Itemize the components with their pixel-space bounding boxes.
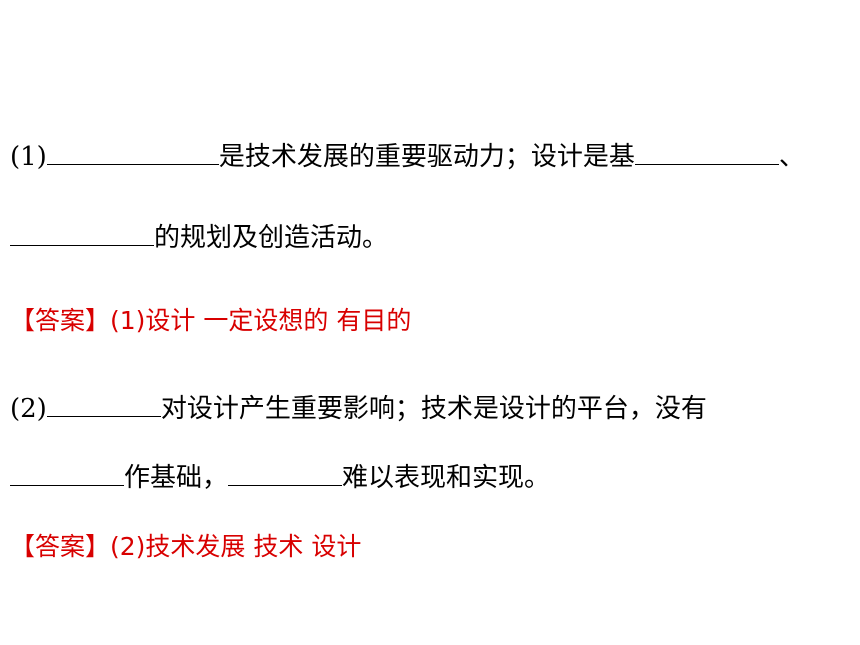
question-2-line-1: (2) 对设计产生重要影响；技术是设计的平台，没有 (10, 392, 707, 426)
question-1-text-a: 是技术发展的重要驱动力；设计是基 (218, 142, 635, 172)
answer-1: 【答案】(1)设计 一定设想的 有目的 (10, 304, 411, 338)
question-1-number: (1) (10, 142, 47, 172)
answer-2-label: 【答案】 (10, 532, 111, 561)
answer-2-text: (2)技术发展 技术 设计 (110, 532, 362, 561)
question-2-text-a: 对设计产生重要影响；技术是设计的平台，没有 (160, 394, 707, 424)
question-2-text-b: 作基础， (124, 463, 229, 493)
question-2-blank-1 (46, 394, 161, 417)
question-2-blank-3 (228, 463, 343, 486)
answer-1-label: 【答案】 (10, 306, 111, 335)
question-1-line-2: 的规划及创造活动。 (10, 221, 388, 255)
question-1-blank-3 (10, 223, 154, 246)
question-1-blank-2 (634, 142, 779, 165)
question-2-text-c: 难以表现和实现。 (342, 463, 551, 493)
answer-1-text: (1)设计 一定设想的 有目的 (110, 306, 412, 335)
question-1-line-1: (1) 是技术发展的重要驱动力；设计是基 、 (10, 140, 805, 174)
question-1-blank-1 (46, 142, 219, 165)
question-2-line-2: 作基础， 难以表现和实现。 (10, 461, 550, 495)
question-2-number: (2) (10, 394, 47, 424)
question-1-text-c: 的规划及创造活动。 (154, 223, 389, 253)
question-2-blank-2 (10, 463, 124, 486)
answer-2: 【答案】(2)技术发展 技术 设计 (10, 530, 361, 564)
question-1-text-b: 、 (778, 142, 805, 172)
